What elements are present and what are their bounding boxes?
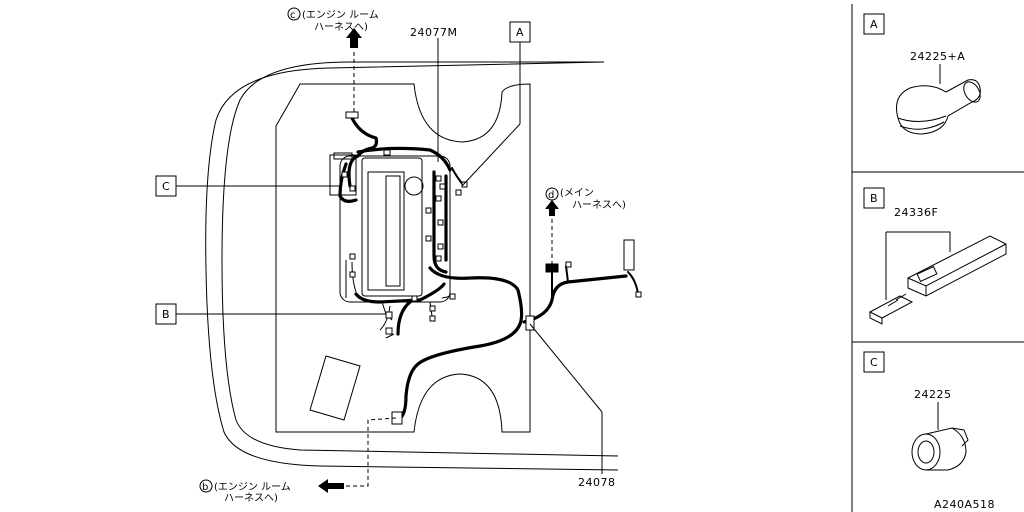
vehicle-body-outline	[205, 61, 619, 471]
harness-24077M	[338, 116, 524, 422]
arrow-left-icon	[318, 479, 344, 493]
leader-lines	[176, 38, 603, 474]
connection-d-line1: (メイン	[560, 188, 594, 199]
detail-a-letter: A	[870, 18, 878, 31]
connection-label-d: d (メイン ハーネスへ)	[545, 187, 626, 211]
detail-c: C 24225	[863, 351, 969, 471]
engine-compartment-floor	[275, 83, 531, 433]
connection-label-c: c (エンジン ルーム ハーネスへ)	[287, 7, 379, 33]
grommet-elbow-icon	[896, 79, 981, 135]
callout-c-label: C	[162, 180, 170, 193]
arrow-up-icon	[545, 200, 559, 216]
figure-id: A240A518	[934, 498, 995, 511]
connection-c-line1: (エンジン ルーム	[302, 9, 379, 21]
detail-panel-frame	[851, 4, 1024, 512]
harness-connectors	[341, 111, 642, 425]
detail-c-letter: C	[870, 356, 878, 369]
callout-box-b: B	[155, 303, 177, 325]
callout-box-a: A	[509, 21, 531, 43]
callout-b-label: B	[162, 308, 170, 321]
harness-24078	[522, 239, 639, 324]
harness-clip-icon	[868, 235, 1007, 325]
connection-b-line1: (エンジン ルーム	[214, 481, 291, 493]
detail-a: A 24225+A	[863, 13, 981, 135]
grommet-icon	[911, 427, 969, 471]
connection-d-line2: ハーネスへ)	[572, 199, 626, 211]
detail-c-part-number: 24225	[914, 388, 952, 401]
routing-dashes	[344, 52, 553, 487]
detail-a-part-number: 24225+A	[910, 50, 965, 63]
part-number-24077M: 24077M	[410, 26, 457, 39]
callout-box-c: C	[155, 175, 177, 197]
detail-b: B 24336F	[863, 187, 1007, 325]
connection-b-line2: ハーネスへ)	[224, 492, 278, 504]
connection-b-letter: b	[202, 482, 208, 493]
part-number-24078: 24078	[578, 476, 616, 489]
connection-c-letter: c	[290, 10, 296, 21]
detail-b-part-number: 24336F	[894, 206, 938, 219]
detail-b-letter: B	[870, 192, 878, 205]
connection-c-line2: ハーネスへ)	[314, 21, 368, 33]
callout-a-label: A	[516, 26, 524, 39]
arrow-up-icon	[346, 28, 362, 48]
battery-plate	[309, 355, 361, 421]
connection-d-letter: d	[548, 190, 554, 201]
connection-label-b: b (エンジン ルーム ハーネスへ)	[199, 479, 291, 504]
